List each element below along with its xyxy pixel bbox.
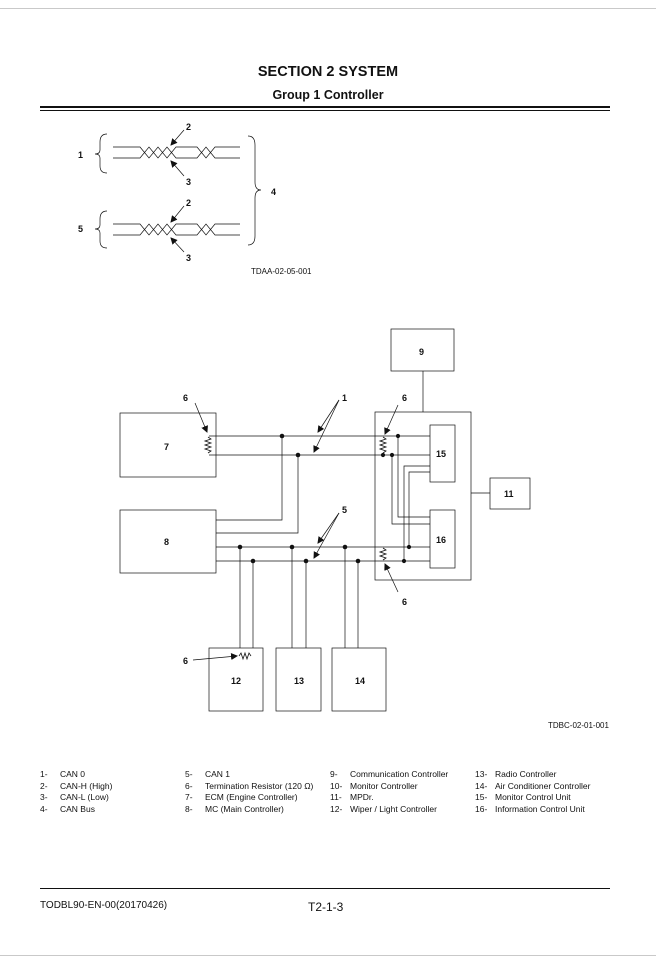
callout-resistor: 6 [183, 393, 188, 403]
legend-column-1: 1-CAN 0 2-CAN-H (High) 3-CAN-L (Low) 4-C… [40, 769, 112, 815]
legend-item: 2-CAN-H (High) [40, 780, 113, 791]
box-label-communication-controller: 9 [419, 347, 424, 357]
footer-rule [40, 888, 610, 889]
legend-item: 14-Air Conditioner Controller [475, 780, 591, 791]
mpdr-box [489, 477, 531, 510]
legend-item: 6-Termination Resistor (120 Ω) [185, 780, 314, 791]
box-label-mc: 8 [164, 537, 169, 547]
label-3: 3 [186, 177, 191, 187]
box-label-wiper-light-controller: 12 [231, 676, 241, 686]
arrow-can-h-0 [170, 129, 185, 146]
legend-column-2: 5-CAN 1 6-Termination Resistor (120 Ω) 7… [185, 769, 313, 815]
label-3: 3 [186, 253, 191, 263]
wiper-light-controller-box [208, 647, 264, 712]
can1-twisted-pair [113, 223, 240, 236]
box-label-air-conditioner-controller: 14 [355, 676, 365, 686]
ecm-box [119, 412, 217, 478]
communication-controller-box [390, 328, 455, 372]
termination-resistor-wiper [238, 651, 252, 661]
box-label-ecm: 7 [164, 442, 169, 452]
section-title: SECTION 2 SYSTEM [257, 64, 399, 80]
box-label-monitor-control-unit: 15 [436, 449, 446, 459]
can0-twisted-pair [113, 146, 240, 159]
termination-resistor-monitor-can0 [378, 436, 388, 454]
group-title: Group 1 Controller [272, 88, 384, 102]
label-2: 2 [186, 122, 191, 132]
legend-item: 3-CAN-L (Low) [40, 792, 109, 802]
header-rule [40, 106, 610, 108]
legend-item: 12-Wiper / Light Controller [330, 803, 437, 814]
box-label-mpdr: 11 [504, 489, 514, 499]
legend-item: 11-MPDr. [330, 792, 374, 802]
brace-can0 [94, 133, 108, 174]
callout-can0: 1 [342, 393, 347, 403]
callout-resistor: 6 [183, 656, 188, 666]
figure1-code: TDAA-02-05-001 [251, 267, 312, 276]
mc-box [119, 509, 217, 574]
label-2: 2 [186, 198, 191, 208]
information-control-unit-box [429, 509, 456, 569]
header-rule-thin [40, 110, 610, 111]
air-conditioner-controller-box [331, 647, 387, 712]
legend-item: 5-CAN 1 [185, 769, 231, 779]
legend-item: 7-ECM (Engine Controller) [185, 792, 298, 802]
legend-item: 13-Radio Controller [475, 769, 557, 779]
brace-can1 [94, 210, 108, 249]
top-page-rule [0, 8, 656, 9]
monitor-controller-box [374, 411, 472, 581]
junction-dots [237, 433, 412, 564]
radio-controller-box [275, 647, 322, 712]
callout-can1: 5 [342, 505, 347, 515]
arrow-can-l-1 [170, 237, 185, 253]
label-5: 5 [78, 224, 83, 234]
legend-item: 4-CAN Bus [40, 803, 95, 814]
controller-network-diagram [119, 328, 531, 712]
callout-resistor: 6 [402, 393, 407, 403]
document-code: TODBL90-EN-00(20170426) [40, 900, 168, 911]
termination-resistor-monitor-can1 [378, 547, 388, 561]
legend-item: 10-Monitor Controller [330, 780, 418, 791]
bottom-page-rule [0, 955, 656, 956]
legend-column-4: 13-Radio Controller 14-Air Conditioner C… [475, 769, 590, 815]
legend-item: 15-Monitor Control Unit [475, 792, 571, 802]
box-label-radio-controller: 13 [294, 676, 304, 686]
page-number: T2-1-3 [308, 900, 344, 914]
legend-item: 1-CAN 0 [40, 769, 86, 779]
figure2-code: TDBC-02-01-001 [548, 721, 609, 730]
termination-resistor-ecm [203, 436, 213, 454]
monitor-control-unit-box [429, 424, 456, 483]
arrow-can-l-0 [170, 160, 185, 177]
arrow-can-h-1 [170, 205, 185, 223]
label-1: 1 [78, 150, 83, 160]
legend-column-3: 9-Communication Controller 10-Monitor Co… [330, 769, 448, 815]
box-label-information-control-unit: 16 [436, 535, 446, 545]
legend-item: 16-Information Control Unit [475, 803, 585, 814]
legend-item: 9-Communication Controller [330, 769, 449, 779]
label-4: 4 [271, 187, 276, 197]
callout-resistor: 6 [402, 597, 407, 607]
brace-can-bus [247, 135, 262, 246]
can-twisted-pair-diagram [94, 129, 262, 253]
legend-item: 8-MC (Main Controller) [185, 803, 284, 814]
